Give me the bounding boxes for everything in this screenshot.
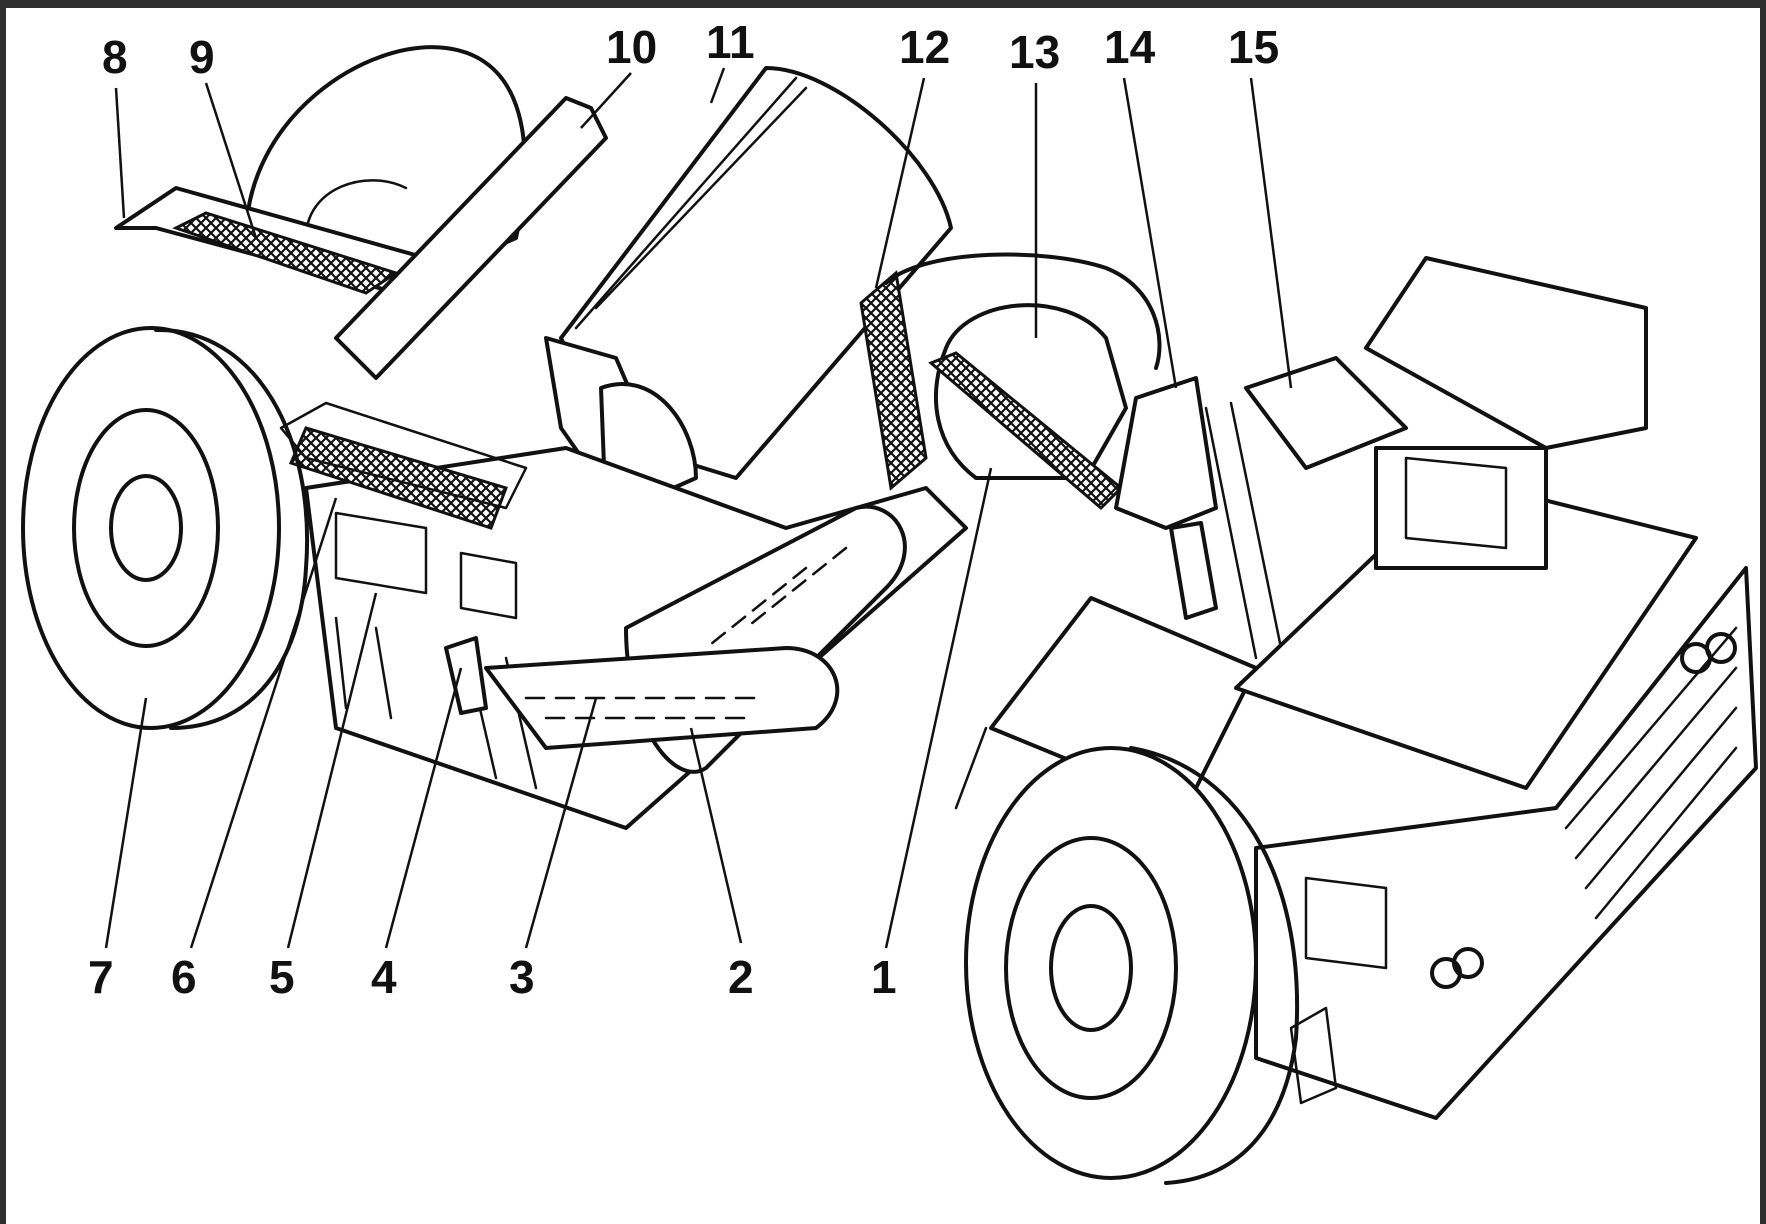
rear-wheel-tread <box>154 327 310 730</box>
engine-side <box>1254 566 1758 1120</box>
label-5: 5 <box>269 951 295 1003</box>
leader-2 <box>689 727 743 944</box>
label-8: 8 <box>102 31 128 83</box>
front-wheel-rim <box>1004 836 1178 1100</box>
lamp-b <box>1452 947 1484 979</box>
cab-roof <box>1364 256 1648 450</box>
side-board <box>334 96 608 380</box>
hatched-beam-6 <box>288 426 508 530</box>
leader-6 <box>189 497 338 949</box>
hatched-strut-12 <box>859 270 928 491</box>
hitch-arch <box>884 252 1162 370</box>
rear-wheel-rim <box>72 408 220 648</box>
label-2: 2 <box>728 951 754 1003</box>
cab-window <box>1404 456 1508 550</box>
leader-14 <box>1122 77 1178 389</box>
leader-10 <box>580 72 632 129</box>
label-4: 4 <box>371 951 397 1003</box>
leader-7 <box>104 697 148 949</box>
label-1: 1 <box>871 951 897 1003</box>
front-wheel-outer <box>964 746 1258 1180</box>
engine-deck <box>1244 356 1408 470</box>
rear-scraper-assembly <box>21 45 968 830</box>
gooseneck-drum-13 <box>934 303 1128 480</box>
hydraulic-cylinder-14 <box>1114 376 1218 530</box>
label-12: 12 <box>899 21 950 73</box>
label-3: 3 <box>509 951 535 1003</box>
scraper-machine-drawing: 1 2 3 4 5 6 7 8 9 10 11 12 13 14 15 <box>21 16 1758 1185</box>
label-7: 7 <box>88 951 114 1003</box>
side-panel <box>1304 876 1388 970</box>
label-14: 14 <box>1104 21 1156 73</box>
leader-1 <box>884 467 993 949</box>
diagram-frame: 1 2 3 4 5 6 7 8 9 10 11 12 13 14 15 <box>6 8 1760 1224</box>
tractor-unit <box>954 256 1758 1185</box>
label-6: 6 <box>171 951 197 1003</box>
window-b <box>459 551 518 620</box>
label-10: 10 <box>606 21 657 73</box>
leader-11 <box>709 67 726 104</box>
leader-15 <box>1249 77 1293 389</box>
leader-8 <box>114 87 126 219</box>
leader-9 <box>204 82 258 239</box>
label-11: 11 <box>706 16 755 68</box>
leader-5 <box>286 592 378 949</box>
hitch-post <box>1169 521 1218 620</box>
rear-wheel-outer <box>21 326 281 730</box>
label-15: 15 <box>1228 21 1279 73</box>
leader-3 <box>524 697 598 949</box>
hitch-assembly <box>859 252 1283 660</box>
leader-12 <box>874 77 926 289</box>
bowl-box <box>559 66 953 480</box>
leader-4 <box>384 667 463 949</box>
callout-labels: 1 2 3 4 5 6 7 8 9 10 11 12 13 14 15 <box>88 16 1279 1003</box>
rear-wheel-hub <box>109 474 183 582</box>
label-9: 9 <box>189 31 215 83</box>
label-13: 13 <box>1009 26 1060 78</box>
window-a <box>334 511 428 595</box>
headlight-b <box>1705 632 1737 664</box>
leader-lines <box>104 67 1293 949</box>
cab-front <box>1374 446 1548 570</box>
beam-frame <box>279 401 528 510</box>
front-wheel-hub <box>1049 904 1133 1032</box>
